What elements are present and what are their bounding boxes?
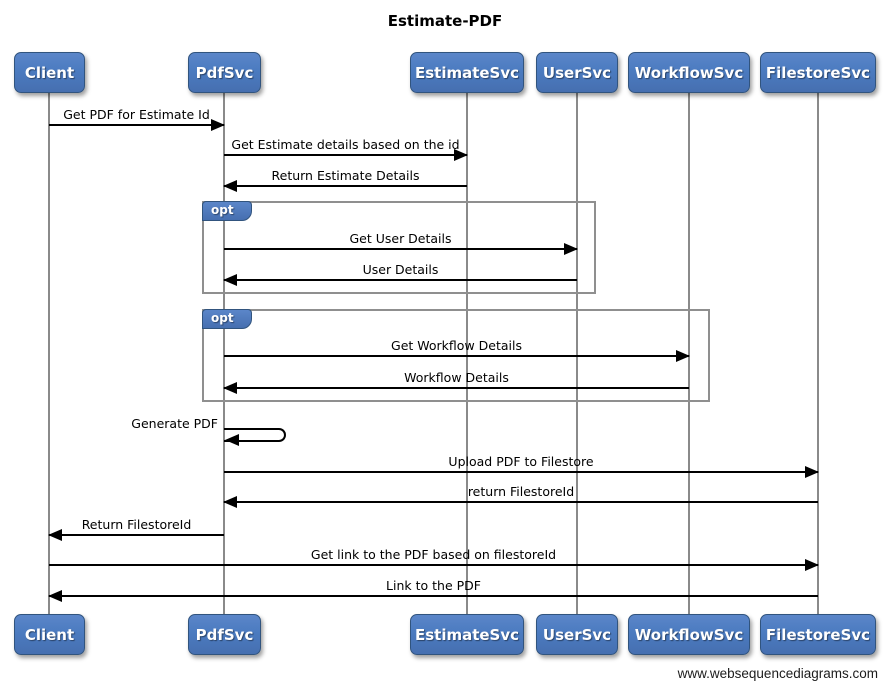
message-return-filestoreid-to-pdfsvc: return FilestoreId (223, 484, 818, 508)
arrowhead-left-icon (223, 382, 237, 394)
actor-box-usersvc-top: UserSvc (536, 52, 618, 93)
opt-fragment-user-details: opt (202, 201, 596, 294)
actor-box-estimatesvc-bottom: EstimateSvc (410, 614, 524, 655)
actor-box-workflowsvc-top: WorkflowSvc (628, 52, 750, 93)
message-get-link-to-pdf: Get link to the PDF based on filestoreId (49, 547, 819, 571)
arrowhead-right-icon (805, 559, 819, 571)
message-user-details: User Details (223, 262, 577, 286)
message-line (224, 355, 689, 357)
message-link-to-pdf: Link to the PDF (48, 578, 818, 602)
arrowhead-left-icon (48, 529, 62, 541)
actor-box-pdfsvc-top: PdfSvc (188, 52, 261, 93)
message-line (224, 185, 467, 187)
message-line (224, 154, 467, 156)
message-line (49, 534, 224, 536)
lifeline-pdfsvc (223, 93, 225, 614)
message-label: Get User Details (349, 231, 452, 246)
message-line (224, 471, 818, 473)
message-label: Get Estimate details based on the id (231, 137, 460, 152)
arrowhead-left-icon (223, 496, 237, 508)
message-line (49, 124, 224, 126)
message-workflow-details: Workflow Details (223, 370, 689, 394)
opt-fragment-workflow-details: opt (202, 309, 710, 402)
actor-box-workflowsvc-bottom: WorkflowSvc (628, 614, 750, 655)
lifeline-estimatesvc (466, 93, 468, 614)
message-line (224, 501, 818, 503)
fragment-label-tab: opt (202, 309, 252, 329)
actor-box-filestoresvc-bottom: FilestoreSvc (760, 614, 876, 655)
lifeline-filestoresvc (817, 93, 819, 614)
message-label: Return Estimate Details (271, 168, 420, 183)
message-upload-pdf-to-filestore: Upload PDF to Filestore (224, 454, 819, 478)
message-line (224, 279, 577, 281)
message-get-user-details: Get User Details (224, 231, 578, 255)
message-return-filestoreid-to-client: Return FilestoreId (48, 517, 224, 541)
actor-box-usersvc-bottom: UserSvc (536, 614, 618, 655)
arrowhead-right-icon (805, 466, 819, 478)
watermark-url: www.websequencediagrams.com (677, 666, 878, 681)
message-line (49, 595, 818, 597)
self-message-loop (224, 428, 286, 442)
message-get-estimate-details: Get Estimate details based on the id (224, 137, 468, 161)
message-line (49, 564, 818, 566)
message-label: User Details (362, 262, 439, 277)
actor-box-estimatesvc-top: EstimateSvc (410, 52, 524, 93)
message-label: Link to the PDF (386, 578, 481, 593)
message-get-pdf-for-estimate-id: Get PDF for Estimate Id (49, 107, 225, 131)
arrowhead-left-icon (223, 180, 237, 192)
actor-box-filestoresvc-top: FilestoreSvc (760, 52, 876, 93)
fragment-label-tab: opt (202, 201, 252, 221)
message-label: Return FilestoreId (81, 517, 192, 532)
lifeline-client (48, 93, 50, 614)
actor-box-pdfsvc-bottom: PdfSvc (188, 614, 261, 655)
message-get-workflow-details: Get Workflow Details (224, 338, 690, 362)
message-label: return FilestoreId (467, 484, 575, 499)
message-line (224, 387, 689, 389)
arrowhead-left-icon (223, 274, 237, 286)
message-label: Get Workflow Details (391, 338, 522, 353)
message-label: Get PDF for Estimate Id (63, 107, 210, 122)
arrowhead-left-icon (225, 434, 239, 446)
actor-box-client-bottom: Client (14, 614, 85, 655)
diagram-title: Estimate-PDF (387, 12, 503, 30)
message-return-estimate-details: Return Estimate Details (223, 168, 467, 192)
arrowhead-right-icon (211, 119, 225, 131)
arrowhead-right-icon (676, 350, 690, 362)
arrowhead-left-icon (48, 590, 62, 602)
message-label: Upload PDF to Filestore (448, 454, 594, 469)
lifeline-usersvc (576, 93, 578, 614)
arrowhead-right-icon (454, 149, 468, 161)
arrowhead-right-icon (564, 243, 578, 255)
message-label: Get link to the PDF based on filestoreId (310, 547, 557, 562)
message-line (224, 248, 577, 250)
actor-box-client-top: Client (14, 52, 85, 93)
message-label: Workflow Details (404, 370, 509, 385)
self-message-generate-pdf-label: Generate PDF (131, 416, 218, 431)
